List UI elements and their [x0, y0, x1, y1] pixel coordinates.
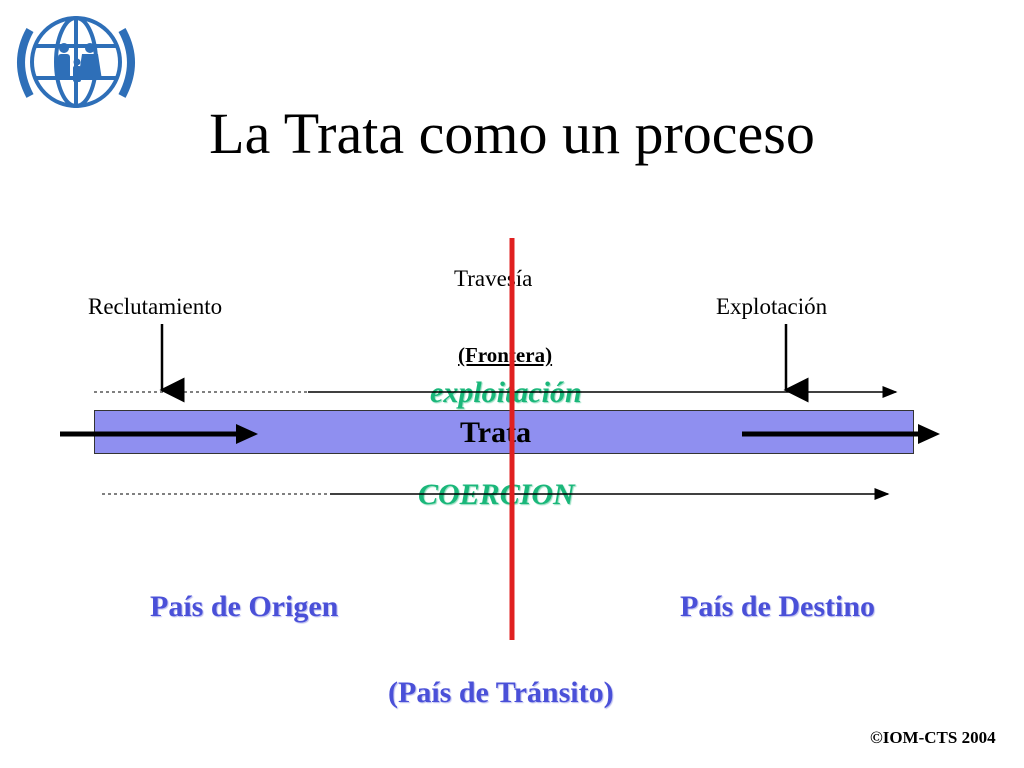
- destination-country-label: País de Destino: [680, 590, 875, 623]
- stage-border-label: (Frontera): [458, 343, 553, 367]
- iom-logo-icon: [17, 16, 135, 108]
- stage-recruitment-label: Reclutamiento: [88, 294, 223, 319]
- copyright-notice: ©IOM-CTS 2004: [870, 728, 996, 747]
- stage-transit-label: Travesía: [454, 266, 533, 291]
- slide-title: La Trata como un proceso: [209, 101, 815, 166]
- central-bar-label: Trata: [460, 416, 532, 449]
- stage-exploitation-label: Explotación: [716, 294, 828, 319]
- right-thick-arrow-head: [918, 424, 940, 444]
- transit-country-label: (País de Tránsito): [388, 676, 614, 709]
- origin-country-label: País de Origen: [150, 590, 339, 623]
- left-thick-arrow-head: [236, 424, 258, 444]
